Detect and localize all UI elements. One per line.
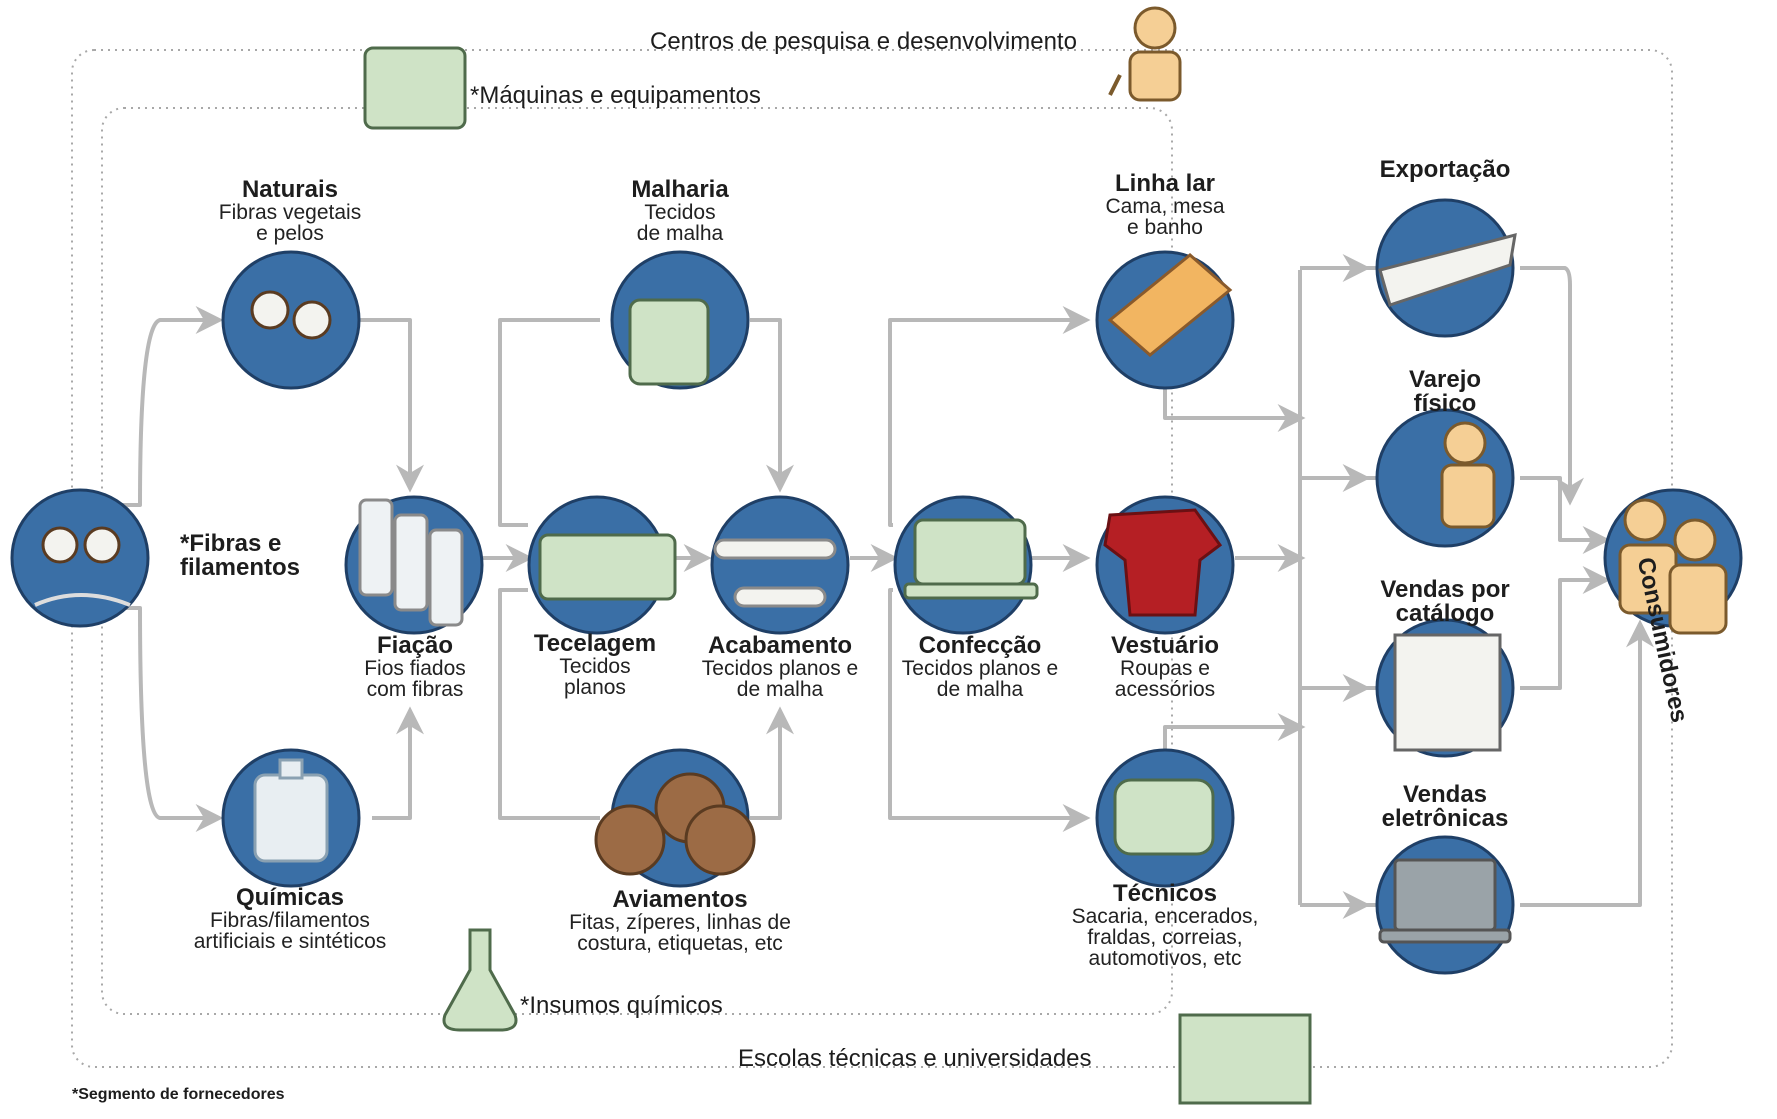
- school-icon: [1178, 1013, 1312, 1105]
- machines-label: *Máquinas e equipamentos: [470, 82, 761, 109]
- research-centers-label: Centros de pesquisa e desenvolvimento: [650, 28, 1077, 55]
- buttons-icon: [594, 772, 756, 876]
- catalog-icon: [1393, 633, 1502, 752]
- flask-icon: [442, 928, 518, 1032]
- scientist-icon: [1108, 6, 1182, 102]
- cotton-icon: [34, 290, 332, 607]
- footnote: *Segmento de fornecedores: [72, 1086, 285, 1103]
- fibers-label: *Fibras e filamentos: [180, 530, 301, 581]
- laptop-icon: [1378, 858, 1512, 944]
- weaving-loom-icon: [538, 533, 677, 601]
- sewing-machine-icon: [903, 518, 1039, 600]
- exportacao-label: Exportação: [1379, 156, 1511, 183]
- finishing-rolls-icon: [713, 538, 837, 608]
- retail-person-icon: [1440, 421, 1496, 529]
- knitting-machine-icon: [628, 298, 710, 386]
- home-textiles-icon: [1107, 253, 1233, 357]
- schools-label: Escolas técnicas e universidades: [738, 1045, 1092, 1072]
- chemical-fiber-spool-icon: [253, 758, 329, 863]
- garment-icon: [1103, 508, 1223, 617]
- chemical-inputs-label: *Insumos químicos: [520, 992, 723, 1019]
- machinery-icon: [363, 46, 467, 130]
- technical-textile-icon: [1113, 778, 1215, 856]
- spinning-tubes-icon: [358, 498, 464, 627]
- export-ship-icon: [1378, 232, 1517, 307]
- consumers-icon: [1618, 498, 1728, 635]
